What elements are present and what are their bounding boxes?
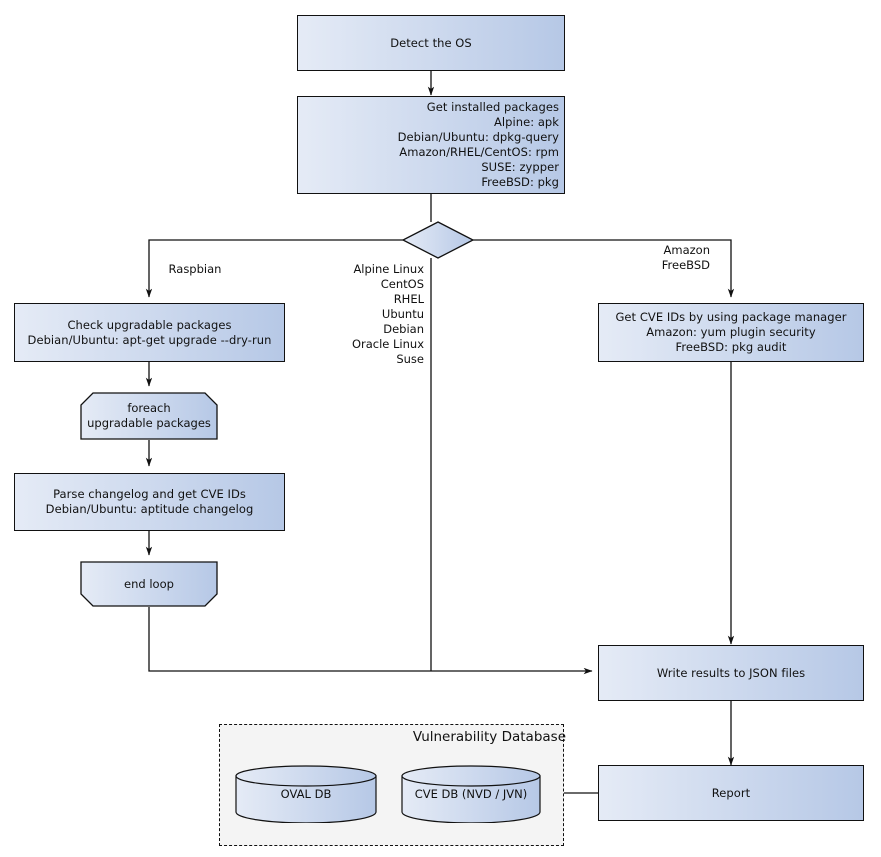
edge-endloop-to-write [148, 607, 593, 675]
node-cve-db[interactable]: CVE DB (NVD / JVN) [401, 765, 541, 824]
node-check-upgradable-packages[interactable]: Check upgradable packages Debian/Ubuntu:… [14, 303, 285, 362]
node-oval-db-label: OVAL DB [280, 787, 332, 801]
node-get-installed-packages-label: Get installed packages Alpine: apk Debia… [397, 100, 559, 189]
node-get-cve-ids-package-manager-label: Get CVE IDs by using package manager Ama… [615, 310, 847, 354]
node-foreach-loop[interactable]: foreach upgradable packages [80, 392, 218, 440]
edge-label-middle-distros: Alpine Linux CentOS RHEL Ubuntu Debian O… [351, 262, 424, 366]
node-detect-os[interactable]: Detect the OS [297, 15, 565, 71]
node-report-label: Report [711, 785, 751, 800]
loop-end-shape [80, 561, 218, 607]
container-vulnerability-database-title: Vulnerability Database [412, 729, 566, 745]
node-detect-os-label: Detect the OS [390, 35, 472, 50]
node-parse-changelog[interactable]: Parse changelog and get CVE IDs Debian/U… [14, 473, 285, 531]
node-write-results[interactable]: Write results to JSON files [598, 645, 864, 701]
node-get-installed-packages[interactable]: Get installed packages Alpine: apk Debia… [297, 96, 565, 194]
database-cylinder-icon [235, 765, 377, 824]
node-end-loop[interactable]: end loop [80, 561, 218, 607]
node-os-decision[interactable] [401, 220, 475, 260]
node-cve-db-label: CVE DB (NVD / JVN) [414, 787, 528, 801]
node-end-loop-label: end loop [124, 576, 174, 591]
edge-label-amazon-freebsd: Amazon FreeBSD [661, 243, 710, 272]
node-write-results-label: Write results to JSON files [656, 665, 806, 680]
edge-label-raspbian: Raspbian [168, 262, 222, 276]
diamond-shape [401, 221, 475, 259]
node-parse-changelog-label: Parse changelog and get CVE IDs Debian/U… [45, 487, 254, 516]
loop-start-shape [80, 392, 218, 440]
node-check-upgradable-packages-label: Check upgradable packages Debian/Ubuntu:… [27, 317, 272, 347]
database-cylinder-icon [401, 765, 541, 824]
node-oval-db[interactable]: OVAL DB [235, 765, 377, 824]
node-report[interactable]: Report [598, 765, 864, 821]
node-get-cve-ids-package-manager[interactable]: Get CVE IDs by using package manager Ama… [598, 303, 864, 362]
node-foreach-loop-label: foreach upgradable packages [87, 401, 211, 430]
